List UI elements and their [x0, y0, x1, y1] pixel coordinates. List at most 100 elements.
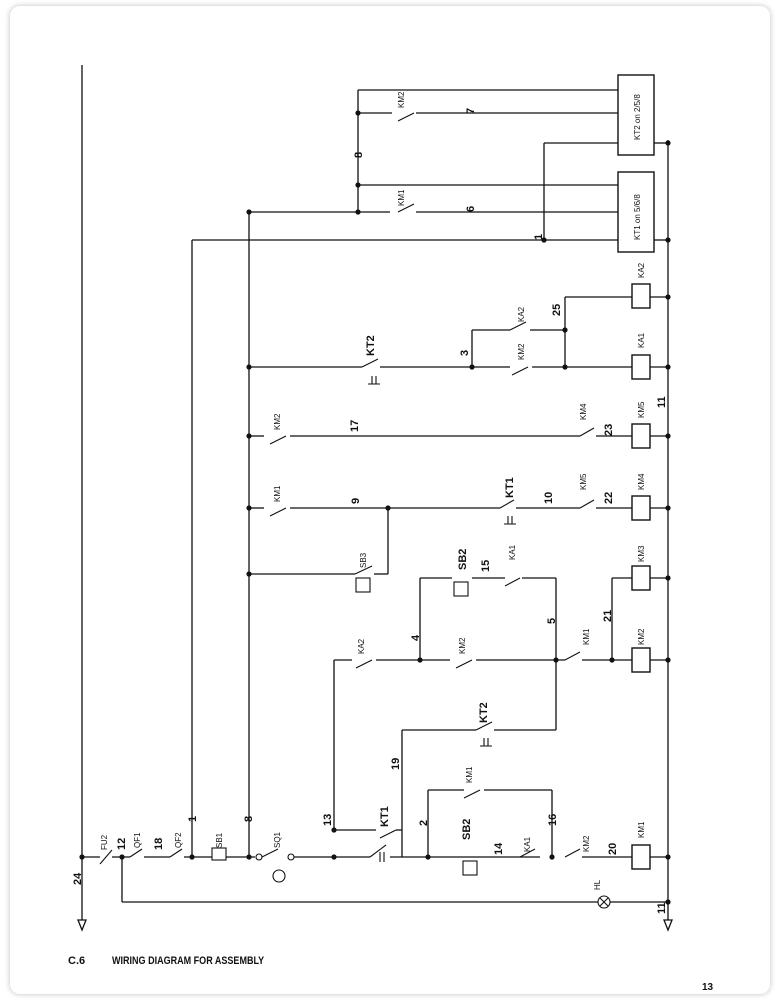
- wire-number-13: 13: [322, 814, 334, 826]
- label-ka1-coil: KA1: [637, 332, 646, 348]
- km1-contact-73-74: [397, 203, 415, 213]
- km4-coil: [631, 495, 651, 521]
- km2-contact-73-74: [397, 112, 415, 122]
- label-km5-nc: KM5: [579, 473, 588, 490]
- wire-number-11-lower: 11: [656, 902, 668, 914]
- kt2-coil-box: [617, 74, 655, 156]
- figure-code: C.6: [68, 955, 86, 967]
- label-qf2: QF2: [174, 832, 183, 848]
- label-km2-coil: KM2: [637, 628, 646, 645]
- wire-number-20: 20: [607, 843, 619, 855]
- wire-number-18: 18: [153, 838, 165, 850]
- ka1-contact-lower: [519, 848, 536, 858]
- wire-number-5: 5: [546, 618, 558, 624]
- supply-terminal-left-icon: [77, 919, 87, 932]
- wire-number-23: 23: [603, 424, 615, 436]
- kt2-timed-contact: [361, 358, 379, 368]
- label-sb2-upper: SB2: [457, 549, 469, 570]
- wire-number-1-lower: 1: [187, 816, 199, 822]
- ka1-coil: [631, 354, 651, 380]
- kt1-timer-mark: [379, 852, 385, 862]
- ka1-contact-9-5: [504, 577, 521, 587]
- kt1-coil-box: [617, 171, 655, 253]
- wire-number-7: 7: [465, 108, 477, 114]
- label-km1-nc: KM1: [582, 628, 591, 645]
- wire-number-25: 25: [551, 304, 563, 316]
- km2-nc-contact: [564, 848, 581, 858]
- supply-terminal-right-icon: [663, 919, 673, 932]
- kt1-timer-mark: [504, 516, 516, 525]
- fuse-fu2: [99, 849, 113, 865]
- wire-number-17: 17: [349, 420, 361, 432]
- wire-number-14: 14: [493, 842, 505, 855]
- km2-contact-83-84: [269, 435, 287, 445]
- wire-number-9: 9: [350, 498, 362, 504]
- wire-number-24: 24: [72, 872, 84, 885]
- label-fu2: FU2: [100, 834, 109, 850]
- label-km2-53: KM2: [458, 637, 467, 654]
- label-ka1-upper: KA1: [508, 544, 517, 560]
- label-kt2-upper: KT2: [365, 335, 377, 356]
- wire-number-12: 12: [116, 838, 128, 850]
- label-km5-coil: KM5: [637, 401, 646, 418]
- wire-number-11-upper: 11: [656, 396, 668, 408]
- km1-contact-53-54: [463, 789, 481, 799]
- pushbutton-sb1: [211, 847, 227, 861]
- label-km4-coil: KM4: [637, 473, 646, 490]
- label-sb3: SB3: [359, 552, 368, 568]
- kt2-timer-mark: [480, 738, 492, 747]
- label-km2-nc: KM2: [582, 835, 591, 852]
- wire-number-16: 16: [547, 814, 559, 826]
- kt1-upper-contact: [379, 829, 397, 839]
- pushbutton-sb2-lower: [462, 860, 478, 876]
- limit-switch-sq1-terminal: [255, 853, 263, 861]
- label-ka2-9: KA2: [357, 638, 366, 654]
- wire-number-21: 21: [602, 610, 614, 622]
- label-km1-73: KM1: [397, 189, 406, 206]
- label-km1-83: KM1: [273, 485, 282, 502]
- switch-qf1: [129, 848, 143, 858]
- label-kt1-lower: KT1: [379, 806, 391, 827]
- label-sb2-lower: SB2: [461, 819, 473, 840]
- km1-contact-83-84: [269, 507, 287, 517]
- kt2-contact-6-7: [475, 721, 493, 731]
- lamp-hl-cross: [599, 897, 609, 907]
- km2-contact-53-54: [455, 659, 473, 669]
- label-ka1-lower: KA1: [523, 836, 532, 852]
- label-ka2-coil: KA2: [637, 262, 646, 278]
- km3-coil: [631, 565, 651, 591]
- km5-nc-contact: [579, 499, 595, 509]
- label-km4-nc: KM4: [579, 403, 588, 420]
- junction-dots: [79, 110, 671, 905]
- km1-nc-contact: [564, 651, 581, 661]
- limit-switch-sq1-terminal: [287, 853, 295, 861]
- wire-number-3: 3: [459, 350, 471, 356]
- ka2-coil: [631, 283, 651, 309]
- pushbutton-sb3-contact: [354, 565, 373, 575]
- figure-title: WIRING DIAGRAM FOR ASSEMBLY: [112, 955, 265, 967]
- label-sb1: SB1: [215, 832, 224, 848]
- wire-number-8-upper: 8: [353, 152, 365, 158]
- wire-number-8-lower: 8: [243, 816, 255, 822]
- label-km2-63: KM2: [517, 343, 526, 360]
- wire-number-15: 15: [480, 560, 492, 572]
- wire-number-19: 19: [390, 758, 402, 770]
- ka2-contact-12-8: [509, 321, 527, 331]
- wire-number-4: 4: [410, 634, 422, 641]
- label-km1-53: KM1: [465, 766, 474, 783]
- label-kt2-coil: KT2 on 2/5/8: [633, 94, 642, 140]
- sq1-actuator-icon: [272, 869, 286, 883]
- wire-number-1-upper: 1: [533, 234, 545, 240]
- label-ka2-12: KA2: [517, 306, 526, 322]
- pushbutton-sb2-upper: [453, 581, 469, 597]
- km2-coil: [631, 647, 651, 673]
- wire-number-10: 10: [543, 492, 555, 504]
- ka2-contact-9-5: [355, 659, 373, 669]
- km1-coil: [631, 844, 651, 870]
- wire-number-22: 22: [603, 492, 615, 504]
- label-kt2-middle: KT2: [478, 702, 490, 723]
- label-km2-73: KM2: [397, 91, 406, 108]
- limit-switch-sq1: [261, 848, 279, 858]
